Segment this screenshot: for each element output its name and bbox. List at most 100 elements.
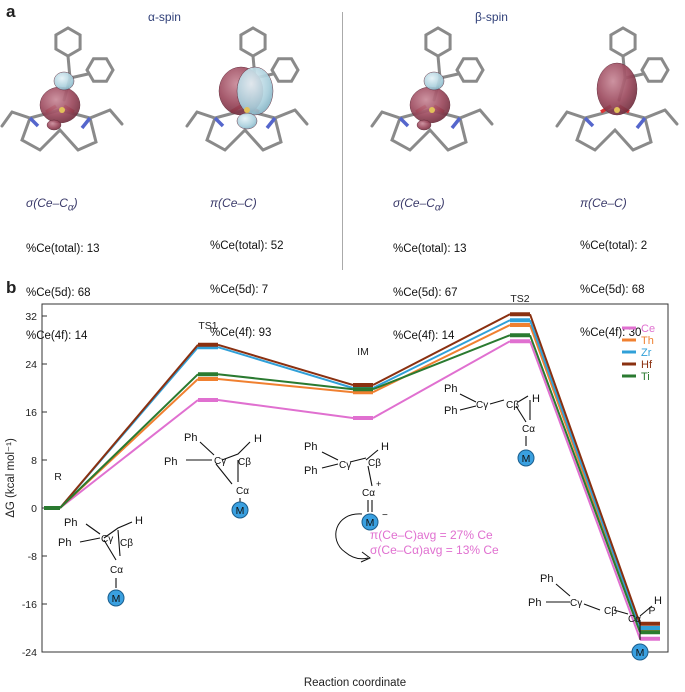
connector-Hf	[59, 344, 199, 509]
legend-label-Th: Th	[641, 335, 654, 347]
x-axis-label: Reaction coordinate	[304, 677, 406, 689]
structure-text: Cα	[110, 565, 123, 576]
structure-text: Cα	[236, 486, 249, 497]
stage-label-TS1: TS1	[198, 320, 217, 332]
metal-R	[107, 589, 125, 607]
connector-Hf	[372, 313, 511, 386]
structure-bond	[459, 393, 531, 423]
orbital-2-label: π(Ce–C)	[210, 196, 257, 210]
structure-text: Cβ	[368, 458, 381, 469]
structure-text: Cγ	[476, 400, 488, 411]
panel-a-letter: a	[6, 2, 16, 21]
panel-b-letter: b	[6, 278, 17, 297]
connector-Ti	[372, 334, 511, 391]
plot-frame	[41, 303, 669, 653]
metal-label: M	[366, 517, 375, 529]
connector-Hf	[529, 313, 641, 625]
metal-P	[631, 643, 649, 661]
metal-label: M	[112, 593, 121, 605]
metal-label: M	[236, 505, 245, 517]
y-tick-label: 32	[25, 311, 37, 323]
structure-text: H	[654, 595, 662, 607]
structure-text: Ph	[58, 537, 71, 549]
molecule-2	[185, 26, 309, 152]
connector-Ce	[529, 340, 641, 640]
structure-text: H	[532, 393, 540, 405]
beta-spin-title: β-spin	[475, 10, 508, 24]
molecule-3	[370, 26, 494, 152]
connector-Ti	[59, 373, 199, 509]
orbital-3-block: σ(Ce–Cα) %Ce(total): 13 %Ce(5d): 67 %Ce(…	[393, 196, 467, 373]
annotation-arrow	[335, 513, 369, 560]
connector-Zr	[529, 319, 641, 629]
metal-label: M	[636, 647, 645, 659]
structure-text: −	[382, 510, 388, 521]
connector-Ti	[529, 334, 641, 633]
stage-label-IM: IM	[357, 346, 369, 358]
metal-label: M	[522, 453, 531, 465]
structure-text: +	[376, 479, 381, 489]
molecule-1	[0, 26, 124, 152]
connector-Ce	[217, 399, 354, 419]
connector-Zr	[372, 319, 511, 389]
y-tick-label: -24	[22, 647, 37, 659]
structure-text: Cα	[522, 424, 535, 435]
structure-text: Ph	[444, 405, 457, 417]
orbital-illustrations	[0, 26, 679, 152]
y-tick-label: -16	[22, 599, 37, 611]
structure-text: Cγ	[101, 534, 113, 545]
y-tick-label: 24	[25, 359, 37, 371]
structure-text: Cβ	[120, 538, 133, 549]
connector-Ce	[372, 340, 511, 419]
orbital-3-stats: %Ce(total): 13 %Ce(5d): 67 %Ce(4f): 14	[393, 243, 467, 343]
structure-text: Cγ	[339, 460, 351, 471]
orbital-3-label: σ(Ce–Cα)	[393, 196, 445, 214]
structure-bond	[367, 500, 373, 512]
structure-text: Ph	[64, 517, 77, 529]
connector-Hf	[217, 343, 354, 386]
alpha-spin-title: α-spin	[148, 10, 181, 24]
structure-text: Cγ	[214, 456, 226, 467]
structure-text: Cβ	[506, 400, 519, 411]
series-Hf	[44, 312, 660, 626]
annotation-sigma: σ(Ce–Cα)avg = 13% Ce	[370, 543, 499, 557]
stage-label-P: P	[648, 605, 655, 617]
orbital-1-block: σ(Ce–Cα) %Ce(total): 13 %Ce(5d): 68 %Ce(…	[26, 196, 100, 373]
structure-text: Ph	[540, 573, 553, 585]
orbital-4-stats: %Ce(total): 2 %Ce(5d): 68 %Ce(4f): 30	[580, 240, 648, 339]
series-Zr	[44, 318, 660, 630]
connector-Zr	[217, 346, 354, 389]
legend-label-Ce: Ce	[641, 323, 655, 335]
spin-divider	[342, 12, 343, 270]
structure-text: Cβ	[604, 606, 617, 617]
annotation-arrowhead	[360, 551, 371, 563]
metal-TS1	[231, 501, 249, 519]
chart-annotation: π(Ce–C)avg = 27% Ceσ(Ce–Cα)avg = 13% Ce	[335, 513, 499, 563]
legend-label-Zr: Zr	[641, 347, 652, 359]
structure-bond	[79, 521, 133, 561]
y-tick-label: 0	[31, 503, 37, 515]
structure-text: Ph	[164, 456, 177, 468]
annotation-pi: π(Ce–C)avg = 27% Ce	[370, 528, 493, 542]
chart-series-lines	[44, 312, 660, 641]
structure-text: H	[254, 433, 262, 445]
structure-text: Cα	[362, 488, 375, 499]
orbital-4-label: π(Ce–C)	[580, 196, 627, 210]
structure-text: H	[381, 441, 389, 453]
structure-text: Ph	[184, 432, 197, 444]
connector-Th	[217, 378, 354, 394]
orbital-4-block: π(Ce–C) %Ce(total): 2 %Ce(5d): 68 %Ce(4f…	[580, 196, 647, 370]
series-Ti	[44, 333, 660, 635]
y-axis-label: ΔG (kcal mol⁻¹)	[5, 438, 17, 518]
structure-text: Cβ	[238, 457, 251, 468]
structure-text: Cγ	[570, 598, 582, 609]
y-tick-label: 8	[31, 455, 37, 467]
y-tick-label: -8	[28, 551, 37, 563]
structure-text: Cα	[628, 614, 641, 625]
connector-Ti	[217, 373, 354, 391]
orbital-1-stats: %Ce(total): 13 %Ce(5d): 68 %Ce(4f): 14	[26, 243, 100, 343]
molecule-4	[555, 26, 679, 152]
